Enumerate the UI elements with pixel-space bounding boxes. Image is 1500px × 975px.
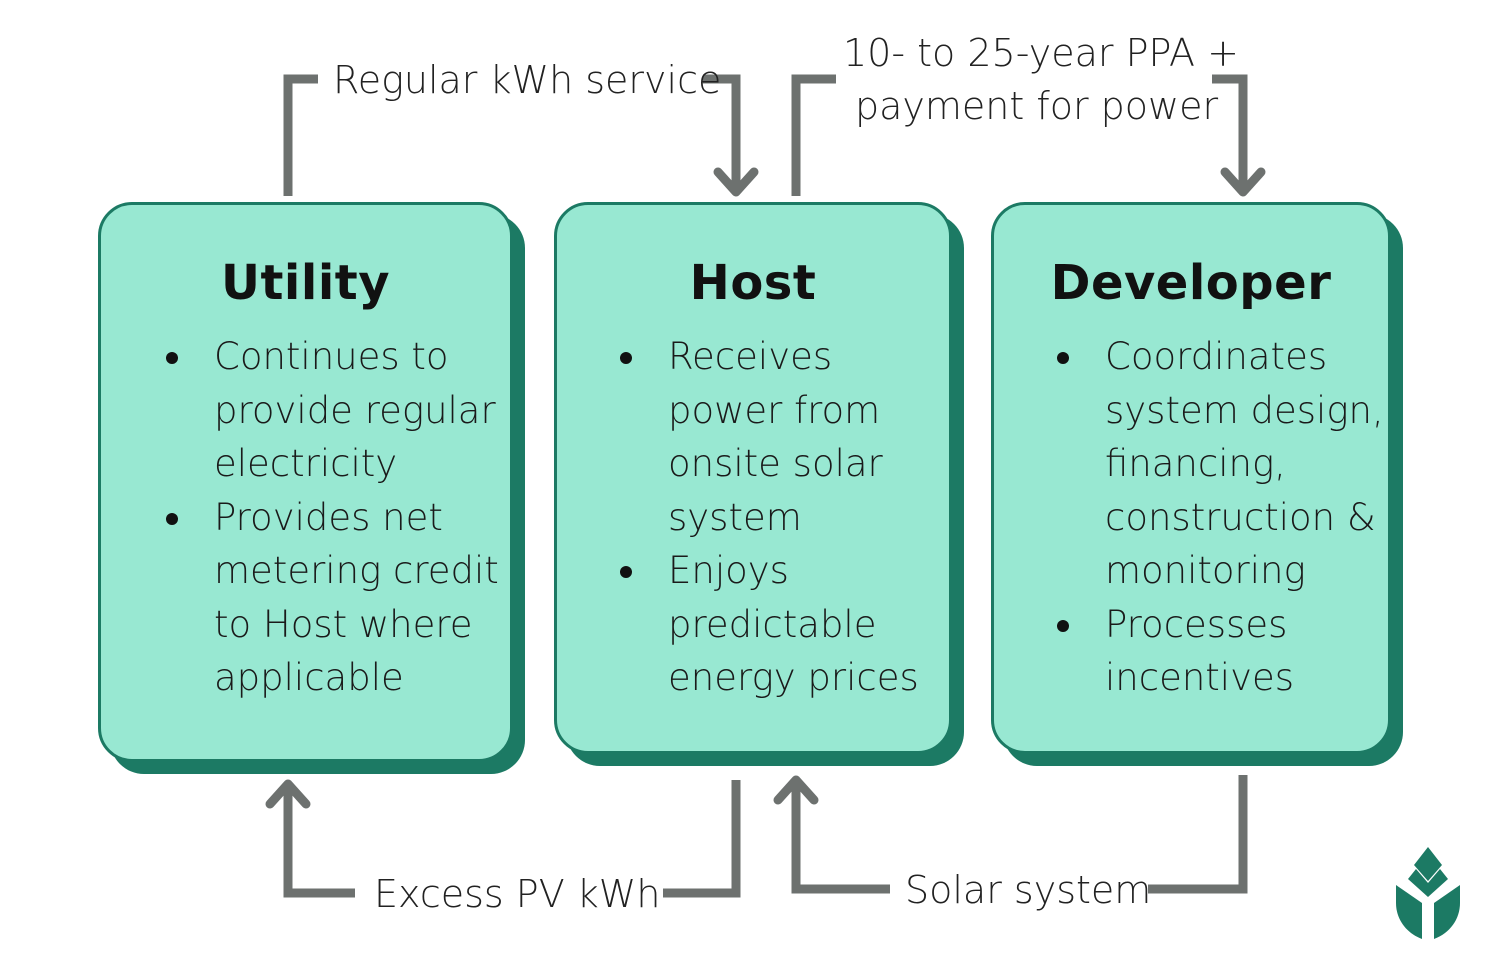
host-box: Host Receives power from onsite solar sy… [554, 202, 952, 754]
list-item: Provides net metering credit to Host whe… [158, 491, 502, 705]
arrow-ppa [791, 74, 836, 196]
label-excess-pv: Excess PV kWh [374, 872, 661, 916]
arrow-head [713, 167, 759, 197]
list-item: Receives power from onsite solar system [612, 330, 941, 544]
arrow-head [265, 779, 311, 809]
arrow-head [1220, 167, 1266, 197]
leaf-logo-icon [1396, 847, 1460, 939]
label-ppa-line2: payment for power [855, 84, 1219, 128]
label-solar-system: Solar system [905, 868, 1152, 912]
list-item: Coordinates system design, financing, co… [1049, 330, 1384, 598]
developer-box: Developer Coordinates system design, fin… [991, 202, 1391, 754]
arrow-head [773, 775, 819, 805]
utility-list: Continues to provide regular electricity… [158, 330, 502, 705]
utility-title: Utility [220, 255, 390, 311]
arrow-ppa [1212, 74, 1248, 192]
arrow-solar-system [791, 780, 890, 894]
utility-box: Utility Continues to provide regular ele… [98, 202, 513, 762]
arrow-excess-pv [283, 784, 355, 898]
list-item: Continues to provide regular electricity [158, 330, 502, 491]
arrow-excess-pv [663, 780, 741, 898]
list-item: Processes incentives [1049, 598, 1384, 705]
label-regular-service: Regular kWh service [333, 58, 722, 102]
developer-list: Coordinates system design, financing, co… [1049, 330, 1384, 705]
host-list: Receives power from onsite solar system … [612, 330, 941, 705]
developer-title: Developer [1050, 255, 1332, 311]
label-ppa-line1: 10- to 25-year PPA + [843, 31, 1239, 75]
list-item: Enjoys predictable energy prices [612, 544, 941, 705]
arrow-solar-system [1148, 775, 1248, 894]
arrow-regular-service [703, 74, 741, 192]
arrow-regular-service [283, 74, 318, 196]
host-title: Host [689, 255, 817, 311]
